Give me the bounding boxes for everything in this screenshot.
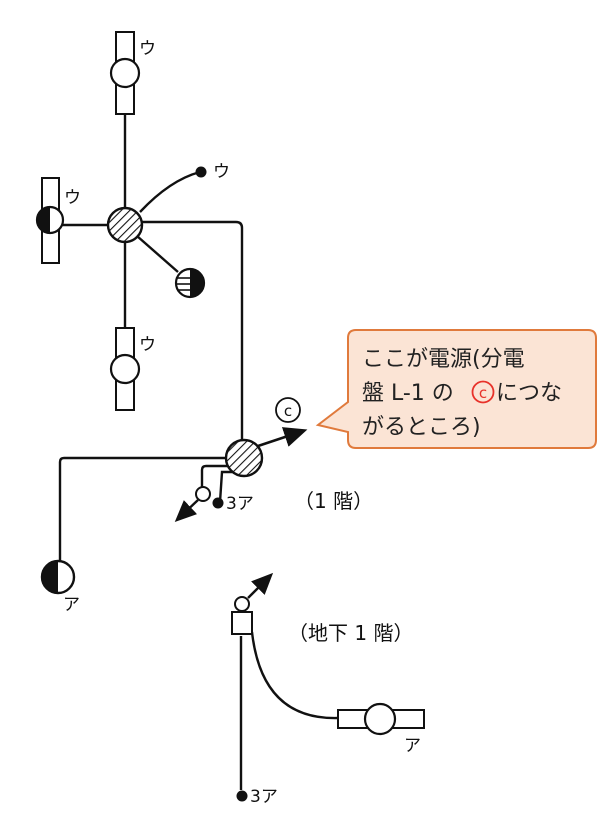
callout-line-3: がるところ)	[362, 415, 481, 440]
floor-label-basement: （地下 1 階）	[288, 621, 413, 645]
wire-to-lamp	[136, 235, 179, 273]
outlet-dot-basement	[236, 790, 248, 802]
label-u-lower: ウ	[139, 335, 156, 355]
label-a-ceiling: ア	[63, 595, 80, 615]
label-u-pendant: ウ	[213, 162, 230, 182]
pendant-dot	[195, 166, 207, 178]
switch-arrow	[174, 499, 199, 522]
callout-line-2-post: につな	[496, 381, 562, 406]
junction-box-first-floor	[224, 438, 264, 478]
arrow-to-c	[257, 427, 308, 448]
floor-label-first: （1 階）	[294, 489, 373, 513]
label-u-top: ウ	[139, 39, 156, 59]
ceiling-light	[40, 559, 76, 595]
label-a-basement: ア	[404, 736, 421, 756]
callout-c-circle	[471, 380, 495, 404]
basement-switch-arrow	[247, 572, 274, 599]
c-symbol-letter: c	[284, 402, 292, 420]
fluorescent-fixture-top	[109, 31, 141, 115]
label-3a-basement: 3ア	[250, 787, 278, 807]
switch-circle	[195, 486, 211, 502]
basement-switch-circle	[234, 596, 250, 612]
lamp-fixture	[174, 267, 206, 299]
basement-switch-box	[231, 611, 253, 635]
c-symbol-circle	[275, 397, 301, 423]
outlet-dot-first	[212, 497, 224, 509]
junction-box-upper	[106, 206, 144, 244]
wire-to-first-floor-box	[142, 220, 244, 446]
first-floor-wires	[58, 456, 236, 562]
upper-group-wires	[60, 100, 244, 446]
label-3a-first: 3ア	[226, 494, 254, 514]
wire-to-switch	[200, 464, 228, 488]
wire-to-basement-fixture	[250, 631, 339, 720]
fluorescent-fixture-lower	[109, 327, 141, 411]
fluorescent-fixture-basement	[337, 702, 425, 736]
callout-line-1: ここが電源(分電	[362, 347, 525, 372]
fluorescent-fixture-left	[35, 177, 65, 264]
label-u-left: ウ	[64, 188, 81, 208]
wire-to-pendant-u	[139, 170, 201, 213]
callout-bubble: ここが電源(分電 盤 L-1 の c につな がるところ)	[315, 329, 597, 449]
basement-wires	[239, 631, 339, 790]
callout-line-2: 盤 L-1 の	[362, 381, 454, 406]
wire-to-ceiling-light	[58, 456, 226, 562]
callout-c-letter: c	[479, 384, 487, 402]
